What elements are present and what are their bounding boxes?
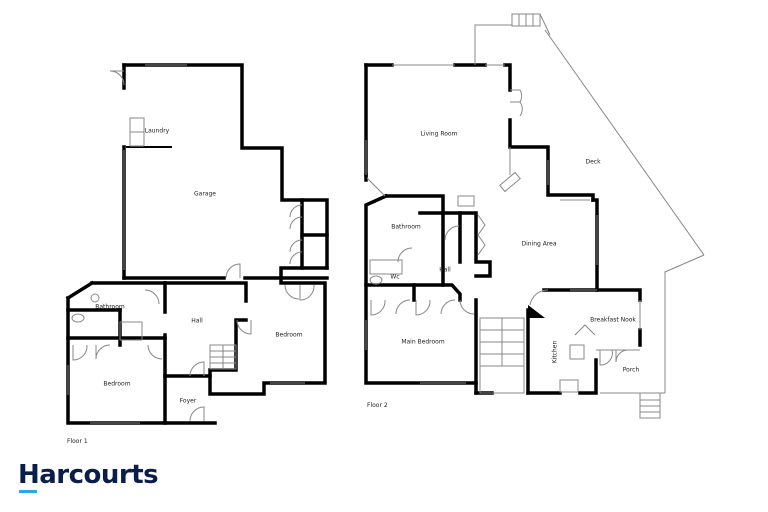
room-label-wc: Wc [390, 273, 400, 281]
floor-1-walls [65, 63, 329, 425]
room-label-bedroom-right: Bedroom [275, 331, 303, 339]
floor-1-caption: Floor 1 [67, 438, 88, 445]
room-label-deck: Deck [585, 158, 601, 166]
floor-1-thin [67, 64, 315, 424]
harcourts-logo: Harcourts [18, 460, 159, 490]
room-label-bathroom-f2: Bathroom [391, 223, 421, 231]
floor-2-thin [365, 13, 705, 419]
room-label-dining-area: Dining Area [521, 240, 557, 248]
room-label-bathroom-f1: Bathroom [95, 303, 125, 311]
room-label-hall-f1: Hall [191, 317, 203, 325]
room-label-bedroom-left: Bedroom [103, 380, 131, 388]
floor-2-caption: Floor 2 [367, 402, 388, 409]
room-label-laundry: Laundry [144, 127, 170, 135]
room-label-main-bedroom: Main Bedroom [401, 338, 445, 346]
room-label-porch: Porch [622, 366, 640, 374]
room-label-hall-f2: Hall [439, 266, 451, 274]
logo-accent-bar [19, 490, 37, 493]
room-label-kitchen: Kitchen [551, 340, 559, 364]
room-label-living-room: Living Room [420, 130, 458, 138]
room-label-breakfast-nook: Breakfast Nook [590, 316, 636, 324]
kitchen-column [528, 305, 545, 318]
floor-2-walls [364, 63, 642, 395]
room-label-foyer: Foyer [179, 397, 197, 405]
room-label-garage: Garage [194, 190, 216, 198]
